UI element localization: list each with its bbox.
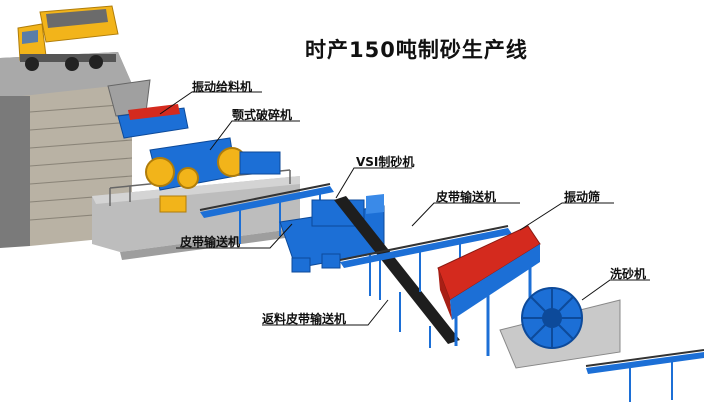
label-vibrating-screen: 振动筛	[564, 190, 601, 204]
label-vsi-sand-maker: VSI制砂机	[356, 155, 415, 169]
dump-truck	[17, 5, 119, 71]
diagram-title: 时产150吨制砂生产线	[305, 38, 528, 62]
vibrating-screen	[437, 225, 541, 356]
label-belt-conveyor-lower: 皮带输送机	[180, 235, 241, 249]
label-belt-conveyor-upper: 皮带输送机	[436, 190, 497, 204]
label-return-belt-conveyor: 返料皮带输送机	[262, 312, 347, 326]
jaw-crusher	[145, 137, 281, 213]
sand-washer	[499, 287, 621, 369]
label-jaw-crusher: 颚式破碎机	[232, 108, 293, 122]
conveyor-final	[585, 349, 704, 402]
vibrating-feeder	[117, 104, 189, 139]
crusher-foundation	[92, 169, 300, 260]
label-leader-lines	[159, 91, 650, 326]
label-vibrating-feeder: 振动给料机	[192, 80, 253, 94]
label-sand-washer: 洗砂机	[610, 267, 647, 281]
